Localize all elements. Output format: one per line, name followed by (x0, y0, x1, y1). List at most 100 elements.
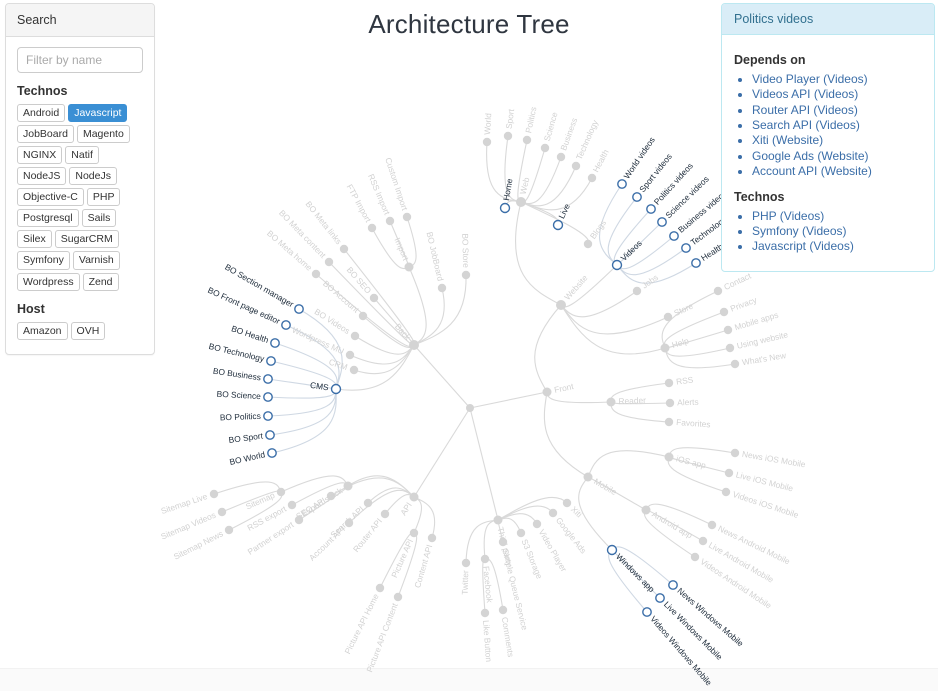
techno-tag-nginx[interactable]: NGINX (17, 146, 63, 165)
tree-node-videos[interactable]: Videos (611, 238, 644, 271)
tree-node-dot[interactable] (606, 397, 616, 407)
tree-node-dot[interactable] (707, 520, 717, 530)
tree-node-dot[interactable] (267, 448, 277, 458)
tree-node-dot[interactable] (294, 515, 304, 525)
tree-node-dot[interactable] (339, 244, 349, 254)
tree-node-dot[interactable] (721, 487, 731, 497)
tree-node-dot[interactable] (617, 179, 627, 189)
tree-node-dot[interactable] (691, 258, 701, 268)
tree-node-dot[interactable] (363, 498, 373, 508)
techno-tag-postgresql[interactable]: Postgresql (17, 209, 79, 228)
tree-node-dot[interactable] (480, 608, 490, 618)
tree-node-dot[interactable] (344, 518, 354, 528)
tree-node-dot[interactable] (657, 217, 667, 227)
tree-node-bo-science[interactable]: BO Science (216, 389, 273, 402)
tree-node-dot[interactable] (713, 286, 723, 296)
tree-node-dot[interactable] (311, 269, 321, 279)
tree-node-dot[interactable] (404, 262, 414, 272)
tree-node-dot[interactable] (369, 293, 379, 303)
tree-node-dot[interactable] (548, 508, 558, 518)
tree-node-r-rss[interactable]: RSS (664, 374, 694, 388)
tree-node-dot[interactable] (326, 491, 336, 501)
tree-node-front[interactable]: Front (542, 381, 576, 397)
tree-node-w-health[interactable]: Health (587, 147, 611, 183)
tree-node-dot[interactable] (266, 356, 276, 366)
tree-node-dot[interactable] (611, 259, 623, 271)
tree-node-t-comments[interactable]: Comments (498, 605, 516, 658)
tree-node-dot[interactable] (642, 607, 652, 617)
tree-node-reader[interactable]: Reader (606, 395, 647, 407)
tree-node-api[interactable]: API (398, 492, 419, 518)
tree-node-dot[interactable] (663, 312, 673, 322)
tree-node-dot[interactable] (664, 452, 674, 462)
tree-node-dot[interactable] (498, 537, 508, 547)
tree-node-w-blogs[interactable]: Blogs (583, 218, 608, 249)
tree-node-dot[interactable] (646, 204, 656, 214)
tree-node-dot[interactable] (349, 365, 359, 375)
techno-tag-natif[interactable]: Natif (65, 146, 99, 165)
tree-node-a-accountapi[interactable]: Account API (307, 518, 354, 563)
techno-tag-nodejs[interactable]: NodeJS (17, 167, 67, 186)
tree-node-dot[interactable] (664, 378, 674, 388)
tree-node-dot[interactable] (324, 257, 334, 267)
tree-node-dot[interactable] (345, 350, 355, 360)
tree-node-dot[interactable] (641, 505, 651, 515)
tree-node-dot[interactable] (493, 515, 503, 525)
search-input[interactable] (17, 47, 143, 73)
tree-node-dot[interactable] (632, 286, 642, 296)
tree-node-dot[interactable] (522, 135, 532, 145)
tree-node-t-twitter[interactable]: Twitter (460, 558, 471, 595)
tree-node-dot[interactable] (270, 338, 280, 348)
tree-node-dot[interactable] (540, 143, 550, 153)
tree-node-bo-store[interactable]: BO Store (460, 233, 471, 280)
tree-node-dot[interactable] (724, 468, 734, 478)
tree-node-dot[interactable] (552, 219, 564, 231)
tree-node-dot[interactable] (263, 392, 273, 402)
tree-node-dot[interactable] (583, 472, 593, 482)
tree-node-dot[interactable] (402, 212, 412, 222)
tree-node-dot[interactable] (664, 417, 674, 427)
tree-node-dot[interactable] (367, 223, 377, 233)
tree-node-h-using[interactable]: Using website (725, 329, 789, 353)
tree-node-dot[interactable] (393, 592, 403, 602)
host-tag-amazon[interactable]: Amazon (17, 321, 68, 340)
tree-node-dot[interactable] (660, 343, 670, 353)
tree-node-dot[interactable] (294, 304, 304, 314)
tree-node-dot[interactable] (669, 231, 679, 241)
host-tag-ovh[interactable]: OVH (70, 321, 106, 340)
tree-node-dot[interactable] (385, 216, 395, 226)
techno-tag-javascript[interactable]: Javascript (68, 104, 128, 123)
tree-node-dot[interactable] (461, 558, 471, 568)
tree-node-dot[interactable] (723, 325, 733, 335)
tree-node-dot[interactable] (556, 152, 566, 162)
tree-node-bo-techno[interactable]: BO Technology (208, 341, 276, 366)
tree-node-dot[interactable] (690, 552, 700, 562)
tree-node-web[interactable]: Web (516, 176, 531, 207)
tree-node-dot[interactable] (498, 605, 508, 615)
tree-node-dot[interactable] (461, 270, 471, 280)
tree-node-ios-news[interactable]: News iOS Mobile (730, 449, 807, 470)
tree-node-w-world[interactable]: World (482, 112, 493, 147)
tree-node-import[interactable]: Import (392, 236, 414, 272)
tree-node-dot[interactable] (209, 489, 219, 499)
tree-node-dot[interactable] (583, 239, 593, 249)
tree-node-dot[interactable] (287, 500, 297, 510)
tree-node-r-fav[interactable]: Favorites (664, 417, 711, 429)
tree-node-dot[interactable] (437, 283, 447, 293)
tree-node-dot[interactable] (719, 307, 729, 317)
tree-node-dot[interactable] (499, 202, 511, 214)
tree-node-root[interactable] (466, 404, 474, 412)
tree-node-bo-world[interactable]: BO World (229, 448, 277, 467)
tree-node-t-xiti[interactable]: Xiti (562, 498, 585, 520)
techno-tag-magento[interactable]: Magento (76, 125, 130, 144)
tree-node-dot[interactable] (281, 320, 291, 330)
tree-node-dot[interactable] (263, 411, 273, 421)
techno-tag-zend[interactable]: Zend (82, 272, 119, 291)
tree-node-dot[interactable] (730, 359, 740, 369)
tree-node-website[interactable]: Website (556, 273, 590, 310)
tree-node-bo-business[interactable]: BO Business (212, 366, 273, 384)
tree-node-bo-sport[interactable]: BO Sport (228, 430, 275, 445)
tree-node-help[interactable]: Help (660, 335, 691, 353)
tree-node-dot[interactable] (725, 343, 735, 353)
